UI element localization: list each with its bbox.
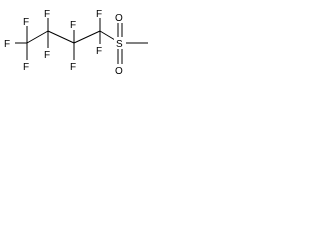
label-backdrop (114, 37, 126, 49)
atom-label: F (96, 9, 102, 20)
atom-label: F (44, 9, 50, 20)
atom-label: F (96, 46, 102, 57)
atom-label: F (44, 50, 50, 61)
atom-label: F (23, 62, 29, 73)
atom-label: S (116, 39, 123, 50)
atom-labels: F F F F F F F F F S O O (4, 9, 126, 77)
bond-lines (15, 18, 148, 64)
bond (47, 30, 75, 44)
atom-label: F (70, 20, 76, 31)
bond (73, 30, 101, 44)
atom-label: O (115, 13, 123, 24)
atom-label: F (4, 39, 10, 50)
atom-label: O (115, 66, 123, 77)
atom-label: F (70, 62, 76, 73)
atom-label: F (23, 17, 29, 28)
bond (26, 30, 49, 44)
structure-diagram: F F F F F F F F F S O O (4, 9, 148, 77)
